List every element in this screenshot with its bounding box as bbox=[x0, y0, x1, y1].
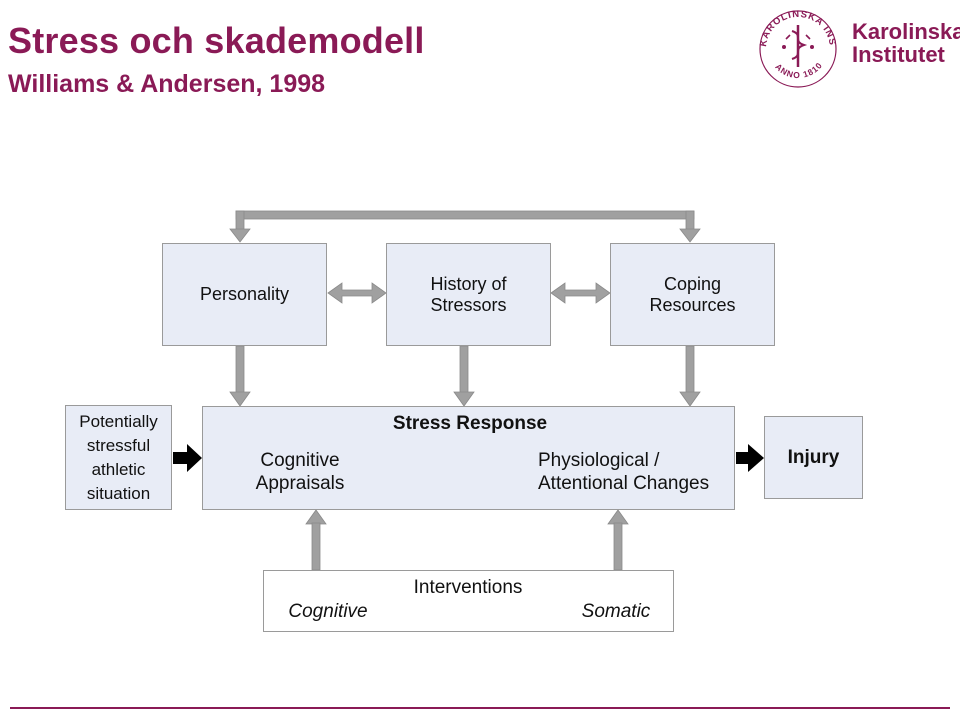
top-bracket-arrow bbox=[229, 210, 701, 243]
situation-line3: athletic bbox=[91, 459, 146, 479]
coping-label-line2: Resources bbox=[649, 294, 736, 315]
injury-label: Injury bbox=[787, 447, 840, 468]
intervention-cognitive-up-arrow bbox=[305, 509, 327, 571]
personality-down-arrow bbox=[229, 345, 251, 407]
stress-response-title: Stress Response bbox=[392, 413, 548, 434]
history-coping-double-arrow bbox=[550, 282, 611, 304]
history-down-arrow bbox=[453, 345, 475, 407]
cognitive-appraisals-label: Cognitive Appraisals bbox=[230, 449, 370, 495]
situation-line2: stressful bbox=[86, 435, 151, 455]
cognitive-line1: Cognitive bbox=[260, 450, 340, 471]
personality-label: Personality bbox=[199, 284, 290, 304]
stressful-situation-box: Potentially stressful athletic situation bbox=[65, 405, 172, 510]
history-label-line1: History of bbox=[430, 273, 507, 294]
situation-to-stress-arrow bbox=[173, 444, 202, 472]
interventions-title: Interventions bbox=[413, 577, 523, 598]
stress-to-injury-arrow bbox=[736, 444, 764, 472]
situation-line1: Potentially bbox=[79, 411, 158, 431]
karolinska-wordmark: Karolinska Institutet bbox=[852, 20, 960, 66]
physio-line2: Attentional Changes bbox=[538, 473, 710, 494]
interventions-box bbox=[263, 570, 674, 632]
physiological-changes-label: Physiological / Attentional Changes bbox=[528, 449, 738, 495]
coping-resources-box: Coping Resources bbox=[610, 243, 775, 346]
coping-label-line1: Coping bbox=[663, 273, 722, 294]
interventions-cognitive-label: Cognitive bbox=[288, 601, 368, 622]
injury-box: Injury bbox=[764, 416, 863, 499]
intervention-somatic-up-arrow bbox=[607, 509, 629, 571]
physio-line1: Physiological / bbox=[538, 450, 660, 471]
history-of-stressors-box: History of Stressors bbox=[386, 243, 551, 346]
slide-title: Stress och skademodell bbox=[8, 20, 425, 61]
wordmark-line2: Institutet bbox=[852, 42, 945, 67]
cognitive-line2: Appraisals bbox=[255, 473, 345, 494]
coping-down-arrow bbox=[679, 345, 701, 407]
personality-box: Personality bbox=[162, 243, 327, 346]
personality-history-double-arrow bbox=[327, 282, 387, 304]
slide-subtitle: Williams & Andersen, 1998 bbox=[8, 70, 326, 98]
history-label-line2: Stressors bbox=[430, 294, 507, 315]
stress-response-box bbox=[202, 406, 735, 510]
footer-divider bbox=[10, 707, 950, 709]
wordmark-line1: Karolinska bbox=[852, 19, 960, 44]
situation-line4: situation bbox=[86, 483, 151, 503]
karolinska-seal-logo: KAROLINSKA INSTITUTET ANNO 1810 bbox=[752, 5, 837, 88]
interventions-somatic-label: Somatic bbox=[581, 601, 651, 622]
